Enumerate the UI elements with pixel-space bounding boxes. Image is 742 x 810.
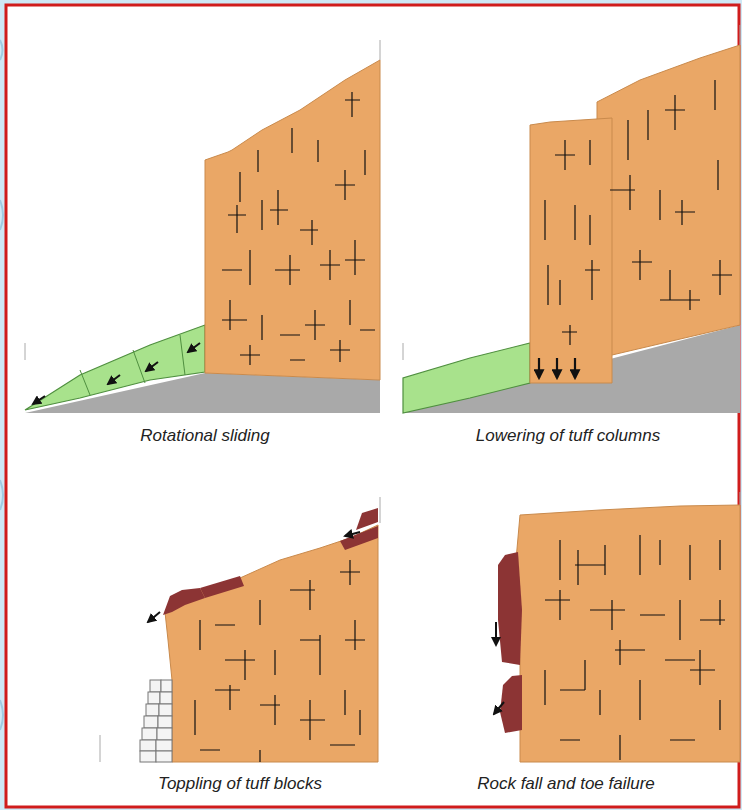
panel-toppling-of-tuff-blocks [100,497,380,762]
background-pattern [0,40,3,730]
panel-lowering-of-tuff-columns [403,25,740,413]
panel-rock-fall-and-toe-failure [494,492,740,762]
panel-caption: Rotational sliding [140,426,269,446]
panel-caption: Toppling of tuff blocks [158,774,322,794]
frame [6,5,739,807]
panel-caption: Lowering of tuff columns [476,426,660,446]
panel-caption: Rock fall and toe failure [477,774,655,794]
panel-rotational-sliding [25,40,380,413]
